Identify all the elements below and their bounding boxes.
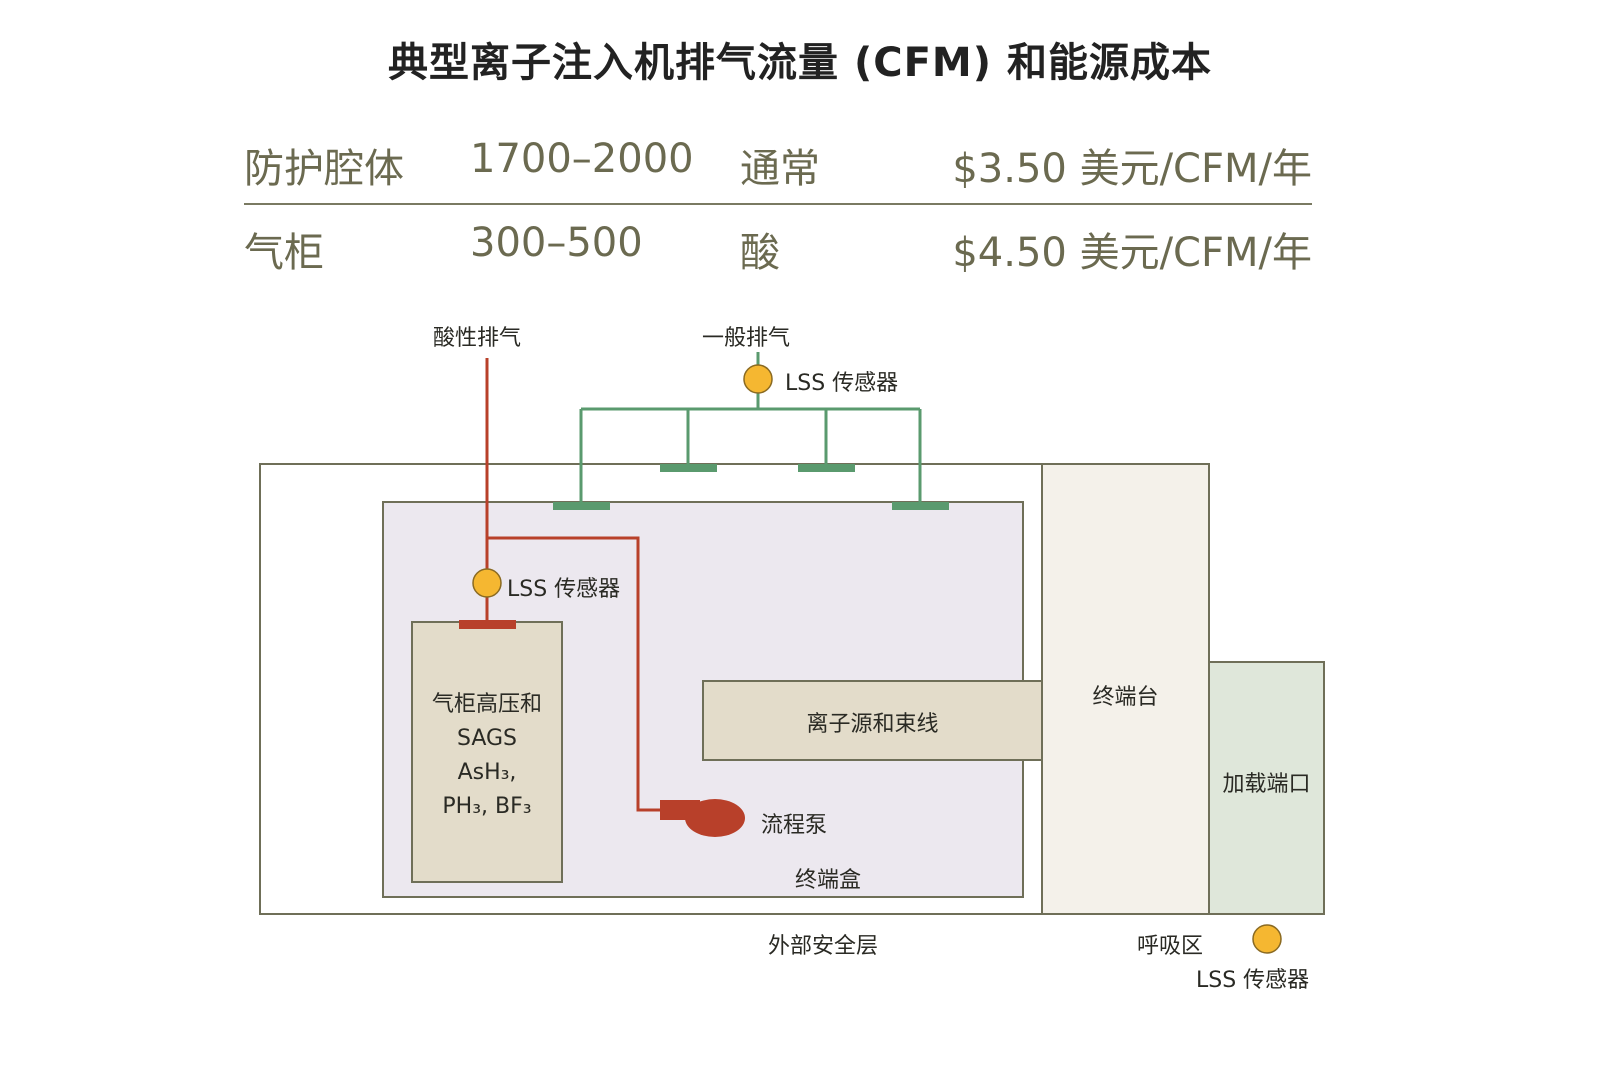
lss-sensor-breathing-icon [1252,924,1282,954]
gas-box-label: 气柜高压和 SAGS AsH₃, PH₃, BF₃ [412,688,562,824]
acid-exhaust-label: 酸性排气 [433,326,522,351]
process-pump-icon [660,799,745,837]
table-row-name: 气柜 [244,230,324,276]
terminal-box-label: 终端盒 [795,868,862,893]
general-exhaust-label: 一般排气 [702,326,791,351]
table-divider [244,203,1312,205]
lss-sensor-acid-label: LSS 传感器 [507,577,621,602]
table-row-cost: $3.50 美元/CFM/年 [952,146,1312,192]
gas-box-label-line: AsH₃, [457,760,517,785]
general-exhaust-lines [579,352,922,505]
process-pump-label: 流程泵 [761,813,828,838]
lss-sensor-acid-icon [472,568,502,598]
gas-box-exhaust-port [459,620,516,629]
table-row-cost: $4.50 美元/CFM/年 [952,230,1312,276]
table-row-type: 通常 [740,146,820,192]
table-row-type: 酸 [740,230,780,276]
load-port-box [1208,661,1325,915]
lss-sensor-general-icon [743,364,773,394]
gas-box-label-line: SAGS [456,726,518,751]
end-station-label: 终端台 [1092,685,1159,710]
outer-enclosure-label: 外部安全层 [768,934,879,959]
table-row-name: 防护腔体 [244,146,404,192]
gas-box-label-line: PH₃, BF₃ [442,794,532,819]
table-row-cfm: 1700–2000 [470,136,694,182]
general-exhaust-ports [553,464,949,510]
lss-sensor-general-label: LSS 传感器 [785,371,899,396]
load-port-label: 加载端口 [1222,772,1311,797]
gas-box-label-line: 气柜高压和 [431,692,542,717]
end-station-box [1041,463,1210,915]
gas-box [411,621,563,883]
lss-sensor-breathing-label: LSS 传感器 [1196,968,1310,993]
table-row-cfm: 300–500 [470,220,643,266]
ion-source-box [702,680,1043,761]
diagram-title: 典型离子注入机排气流量 (CFM) 和能源成本 [388,40,1212,86]
ion-source-label: 离子源和束线 [806,712,939,737]
breathing-zone-label: 呼吸区 [1137,934,1204,959]
